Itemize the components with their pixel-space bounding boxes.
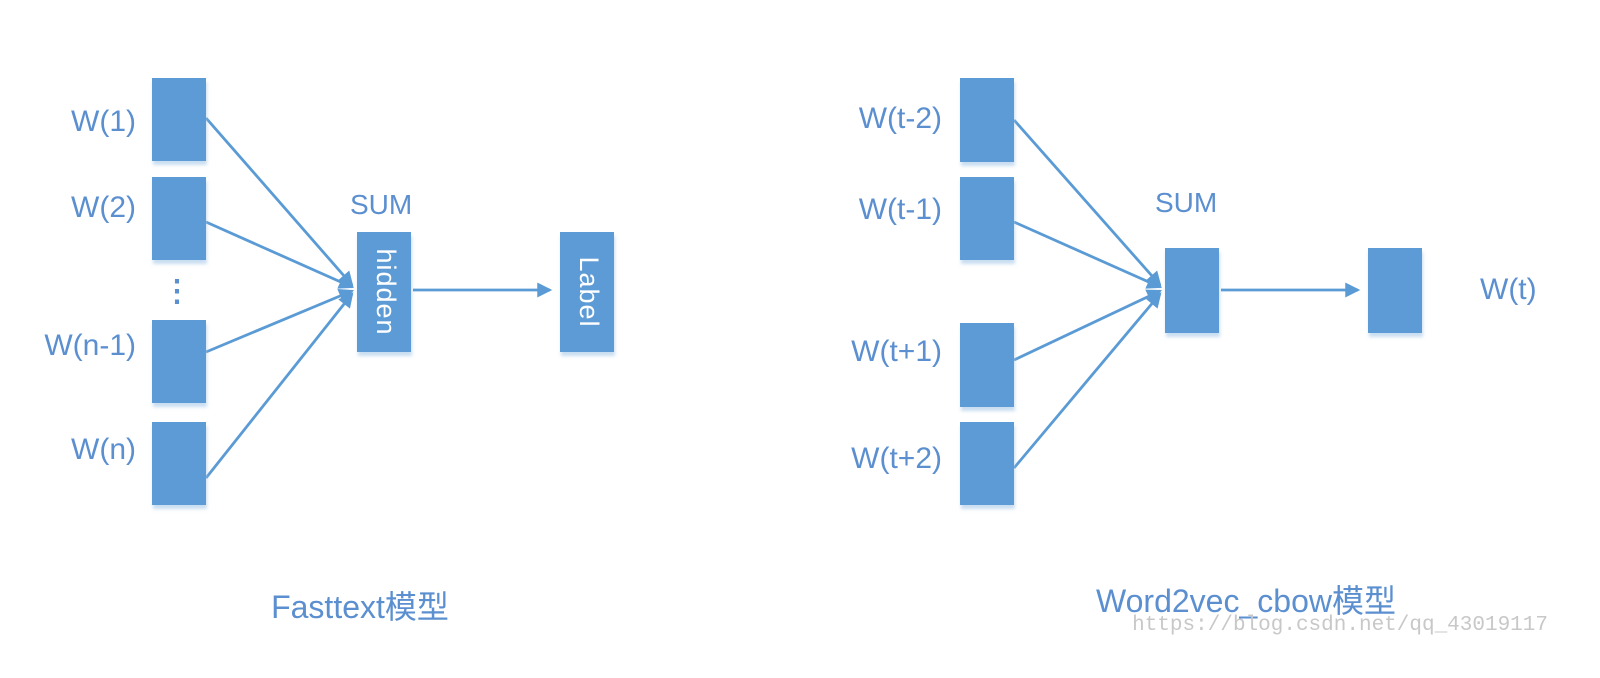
word2vec-input-box-1 [960,78,1014,162]
fasttext-connector-wn1 [205,288,355,354]
fasttext-input-box-1 [152,78,206,161]
watermark-url: https://blog.csdn.net/qq_43019117 [1132,614,1548,637]
word2vec-connector-t+2 [1012,292,1162,469]
fasttext-input-label-3: W(n-1) [44,329,136,362]
fasttext-input-label-2: W(2) [71,191,136,224]
fasttext-hidden-box [357,232,411,352]
word2vec-sum-box [1165,248,1219,333]
fasttext-connector-w2 [205,220,355,289]
word2vec-connector-t-2 [1012,119,1162,287]
fasttext-diagram: W(1) W(2) W(n-1) W(n) ⋮ SUM hidden Label… [44,78,614,625]
fasttext-connector-w1 [204,117,354,287]
word2vec-sum-label: SUM [1155,187,1217,218]
word2vec-output-box [1368,248,1422,333]
fasttext-label-box-text: Label [574,256,604,327]
fasttext-input-label-4: W(n) [71,433,136,466]
word2vec-input-label-4: W(t+2) [851,442,942,475]
word2vec-output-label: W(t) [1480,273,1537,306]
fasttext-input-box-4 [152,422,206,505]
word2vec-input-label-3: W(t+1) [851,335,942,368]
word2vec-input-label-1: W(t-2) [859,102,942,135]
word2vec-caption: Word2vec_cbow模型 [1096,583,1396,619]
fasttext-input-box-3 [152,320,206,403]
fasttext-ellipsis: ⋮ [162,275,192,308]
word2vec-input-box-4 [960,422,1014,505]
fasttext-connector-wn [204,292,354,479]
word2vec-cbow-diagram: W(t-2) W(t-1) W(t+1) W(t+2) SUM W(t) Wor… [851,78,1537,619]
word2vec-connector-t-1 [1013,220,1163,289]
fasttext-sum-label: SUM [350,189,412,220]
word2vec-input-box-2 [960,177,1014,260]
word2vec-input-box-3 [960,323,1014,407]
fasttext-label-box [560,232,614,352]
fasttext-input-label-1: W(1) [71,105,136,138]
fasttext-caption: Fasttext模型 [271,589,449,625]
fasttext-input-box-2 [152,177,206,260]
fasttext-hidden-box-text: hidden [371,248,401,335]
word2vec-connector-t+1 [1013,289,1163,362]
word2vec-input-label-2: W(t-1) [859,193,942,226]
